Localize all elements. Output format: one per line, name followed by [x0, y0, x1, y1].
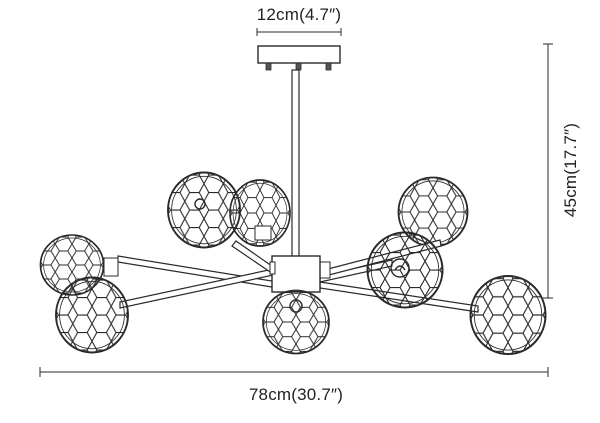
height-dimension: 45cm(17.7″) — [543, 43, 580, 299]
canopy-width-label: 12cm(4.7″) — [257, 5, 342, 24]
globe-front-left — [55, 276, 129, 354]
canopy-dimension: 12cm(4.7″) — [256, 5, 342, 36]
bulb-icon — [194, 198, 410, 313]
overall-width-dimension: 78cm(30.7″) — [39, 367, 549, 404]
central-hub — [269, 255, 321, 293]
canopy — [257, 45, 341, 71]
globe-back-center-left — [167, 171, 241, 249]
overall-width-label: 78cm(30.7″) — [249, 385, 343, 404]
height-label: 45cm(17.7″) — [561, 123, 580, 217]
globe-front-right — [469, 274, 547, 356]
down-rod — [291, 69, 300, 259]
